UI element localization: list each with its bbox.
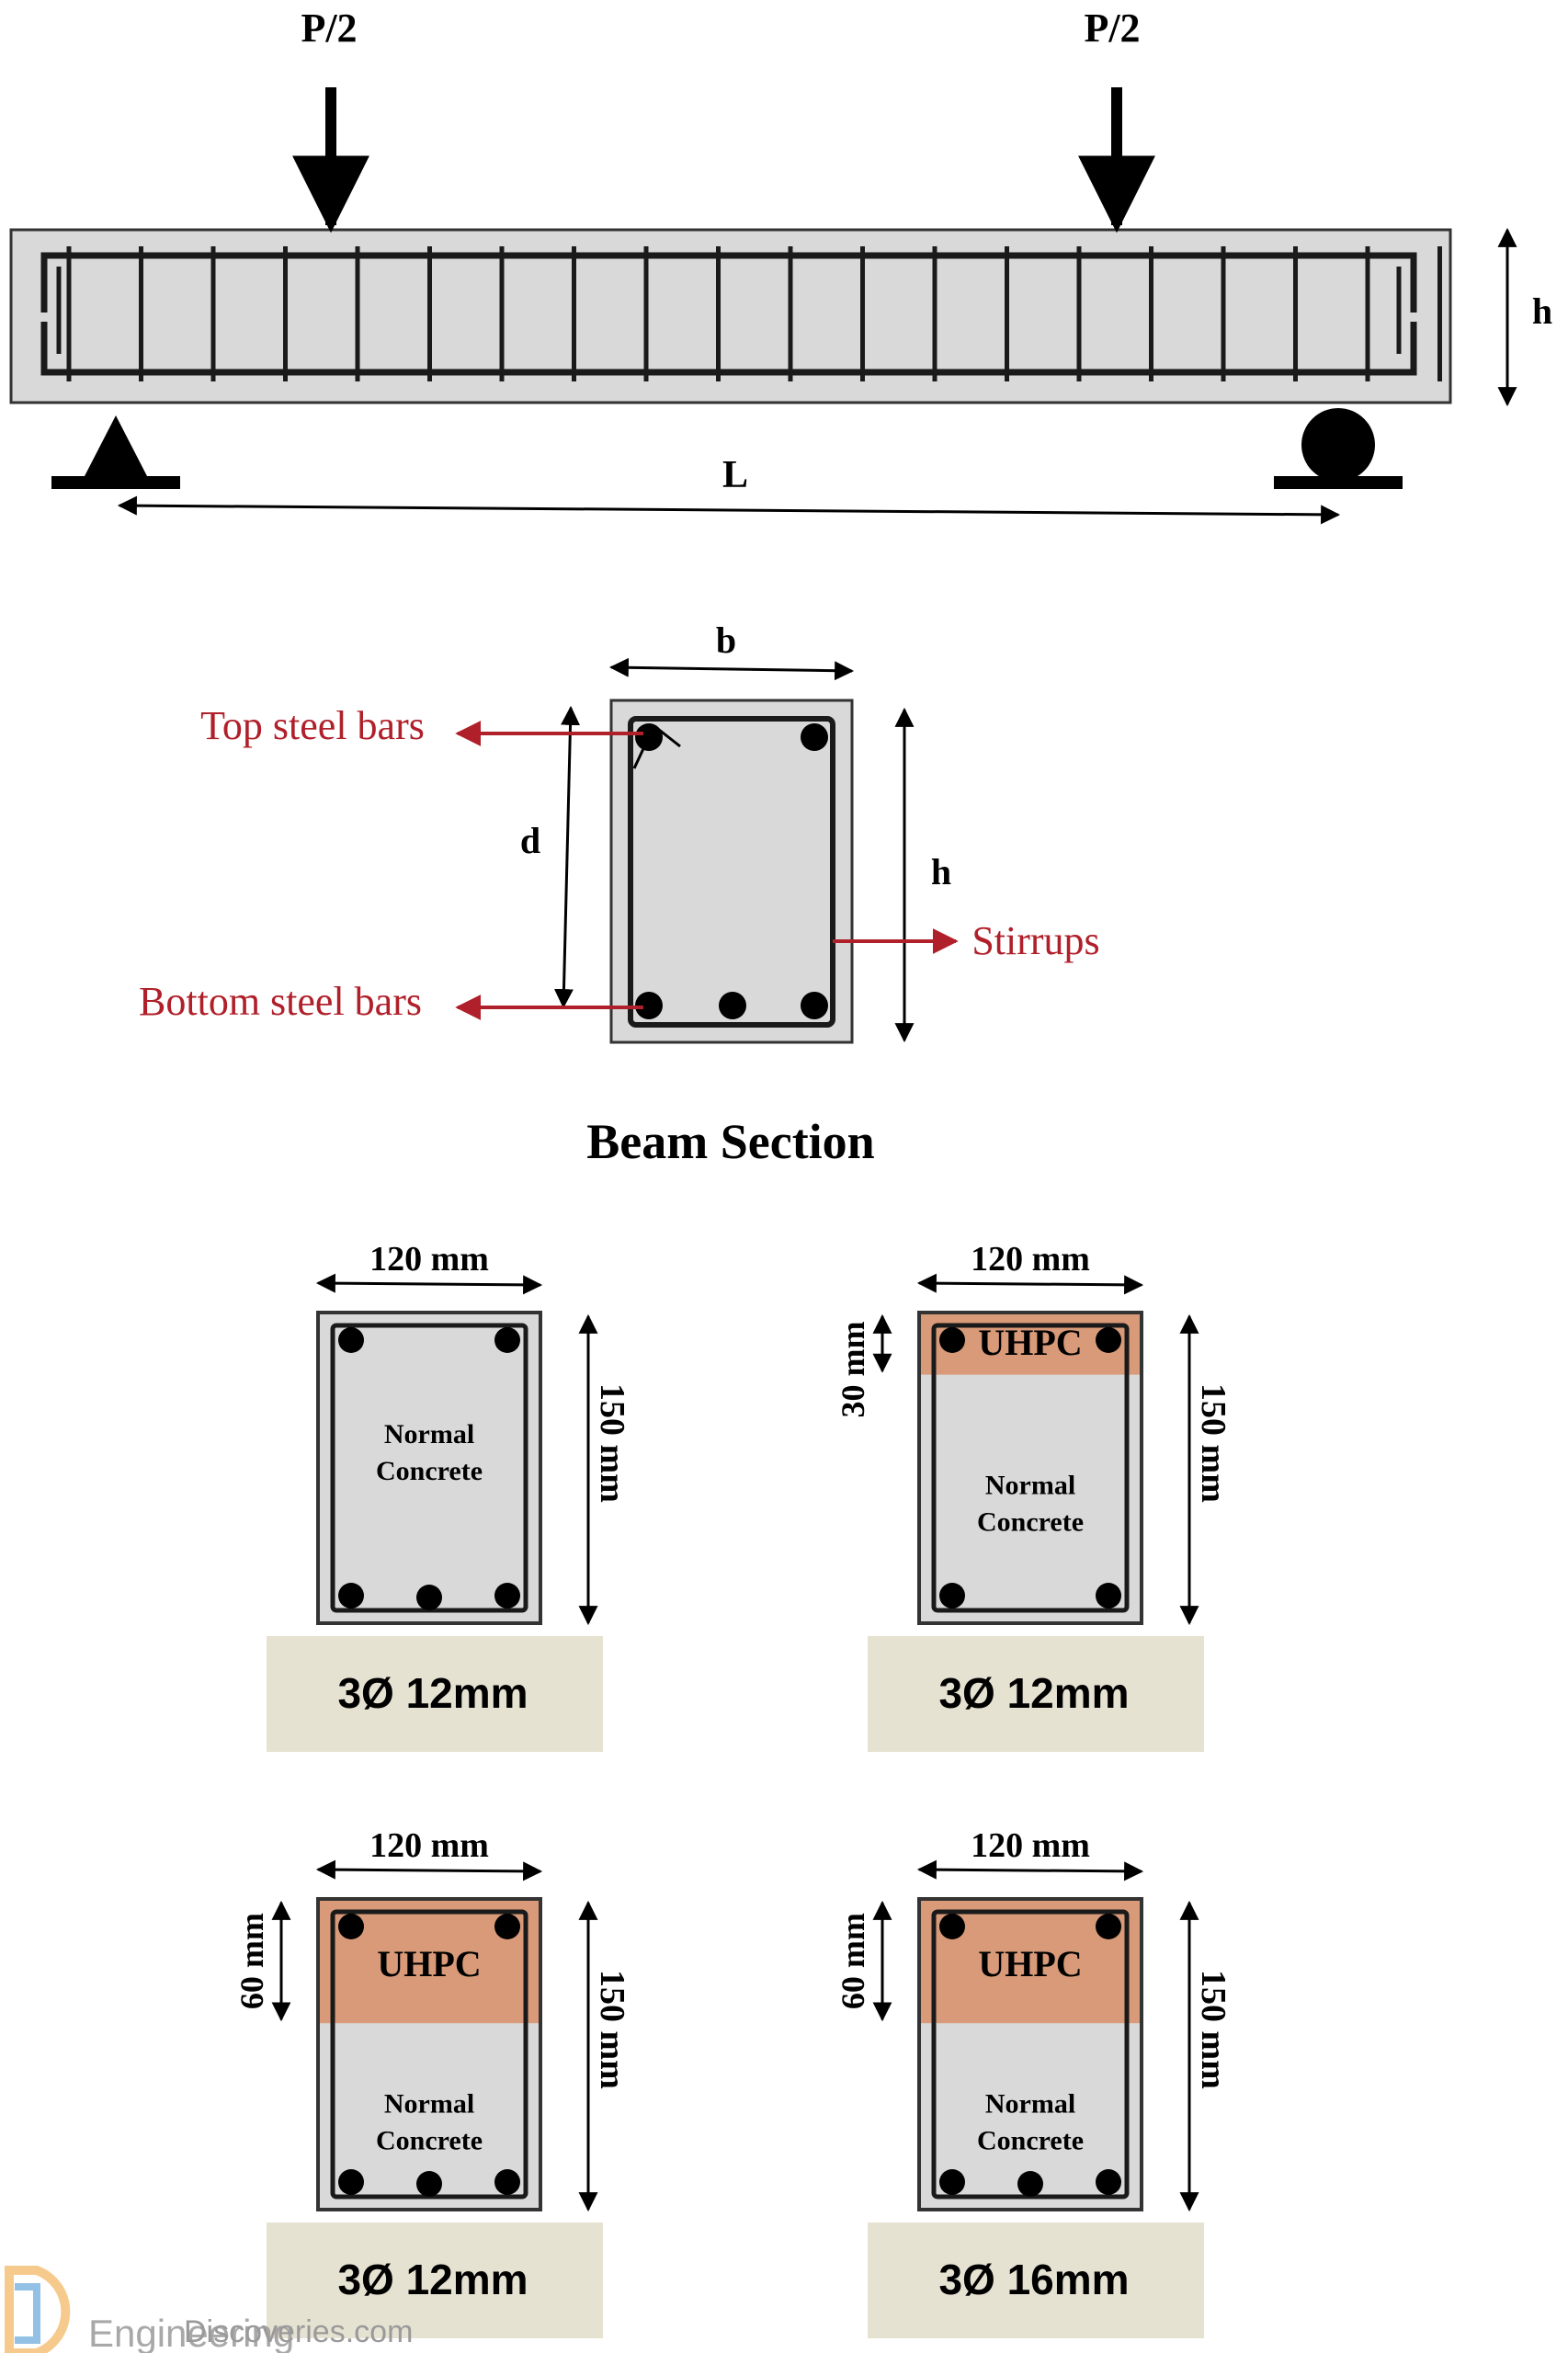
concrete-label-line1: Normal (985, 2089, 1075, 2120)
bottom-bar (416, 2171, 442, 2197)
concrete-label-line2: Concrete (977, 2126, 1084, 2156)
beam-section: b d h Top steel bars Bottom steel bars S… (139, 620, 1100, 1169)
height-label: 150 mm (1194, 1970, 1233, 2089)
width-dimension (916, 1273, 1144, 1295)
bottom-bar (416, 1585, 442, 1610)
roller-support (1274, 408, 1403, 489)
bar-label-box (267, 2222, 603, 2338)
uhpc-label: UHPC (978, 1943, 1082, 1984)
load-right-label: P/2 (1084, 6, 1140, 51)
bottom-bar (1096, 1583, 1121, 1608)
top-bar (1096, 1327, 1121, 1353)
top-bar (1096, 1914, 1121, 1939)
bottom-bar (338, 2169, 364, 2195)
concrete-label-line1: Normal (384, 1419, 474, 1449)
bottom-bar (494, 1583, 520, 1608)
uhpc-depth-label: 60 mm (835, 1913, 871, 2009)
bottom-bars-label: Bottom steel bars (139, 979, 422, 1024)
top-bar (801, 723, 828, 751)
section-title: Beam Section (586, 1114, 874, 1169)
elevation-height-label: h (1532, 290, 1552, 332)
uhpc-label: UHPC (978, 1322, 1082, 1363)
width-dimension (916, 1859, 1144, 1881)
bottom-bar (1017, 2171, 1043, 2197)
top-bars-label: Top steel bars (200, 703, 425, 748)
bottom-longitudinal-bar (40, 322, 1417, 376)
concrete-label-line1: Normal (985, 1470, 1075, 1500)
top-bar (939, 1914, 965, 1939)
bottom-bar (338, 1583, 364, 1608)
width-dimension (315, 1859, 543, 1881)
specimen-outline (316, 1311, 542, 1625)
concrete-label-line2: Concrete (376, 1456, 483, 1486)
watermark-line1: Discoveries.com (184, 2314, 413, 2349)
bar-label-box (868, 2222, 1204, 2338)
concrete-label-line2: Concrete (376, 2126, 483, 2156)
bar-label: 3Ø 12mm (337, 1669, 528, 1717)
effective-depth-dimension (553, 705, 581, 1009)
top-bar (338, 1914, 364, 1939)
load-left-label: P/2 (301, 6, 357, 51)
width-label: 120 mm (971, 1826, 1090, 1865)
pin-support (51, 415, 180, 489)
bar-label: 3Ø 12mm (938, 1669, 1129, 1717)
width-label: 120 mm (971, 1240, 1090, 1279)
top-bar (494, 1914, 520, 1939)
beam-elevation: P/2 P/2 h L (9, 6, 1552, 525)
bottom-bar (635, 992, 663, 1019)
width-label: 120 mm (369, 1826, 489, 1865)
top-bar (635, 723, 663, 751)
logo-icon (5, 2266, 71, 2353)
load-right: P/2 (1078, 6, 1155, 233)
section-outline (609, 699, 854, 1044)
section-width-label: b (716, 620, 736, 661)
section-height-label: h (931, 851, 951, 892)
height-label: 150 mm (1194, 1383, 1233, 1503)
load-left: P/2 (292, 6, 369, 233)
concrete-label-line2: Concrete (977, 1506, 1084, 1537)
specimen-stirrup (931, 1323, 1130, 1613)
span-label: L (722, 454, 748, 496)
top-bar (338, 1327, 364, 1353)
bottom-bar (1096, 2169, 1121, 2195)
bottom-bar (719, 992, 746, 1019)
top-bar (494, 1327, 520, 1353)
uhpc-depth-label: 30 mm (835, 1322, 871, 1418)
watermark: Discoveries.com Engineering (5, 2266, 413, 2353)
bottom-bar (939, 2169, 965, 2195)
stirrups-elevation (66, 246, 1442, 381)
bar-label: 3Ø 16mm (938, 2256, 1129, 2303)
watermark-line2: Engineering (88, 2312, 294, 2353)
width-dimension (315, 1273, 543, 1295)
concrete-label-line1: Normal (384, 2089, 474, 2120)
section-stirrup (628, 716, 835, 1028)
bar-label-box (868, 1636, 1204, 1752)
effective-depth-label: d (520, 820, 540, 861)
span-dimension (117, 495, 1341, 525)
bottom-bar (494, 2169, 520, 2195)
uhpc-label: UHPC (377, 1943, 481, 1984)
height-label: 150 mm (593, 1383, 631, 1503)
top-longitudinal-bar (40, 252, 1417, 313)
width-label: 120 mm (369, 1240, 489, 1279)
bottom-bar (801, 992, 828, 1019)
stirrups-label: Stirrups (971, 918, 1099, 963)
bar-label-box (267, 1636, 603, 1752)
height-label: 150 mm (593, 1970, 631, 2089)
bottom-bar (939, 1583, 965, 1608)
uhpc-depth-label: 60 mm (233, 1913, 270, 2009)
section-width-dimension (608, 657, 855, 681)
top-bar (939, 1327, 965, 1353)
bar-label: 3Ø 12mm (337, 2256, 528, 2303)
